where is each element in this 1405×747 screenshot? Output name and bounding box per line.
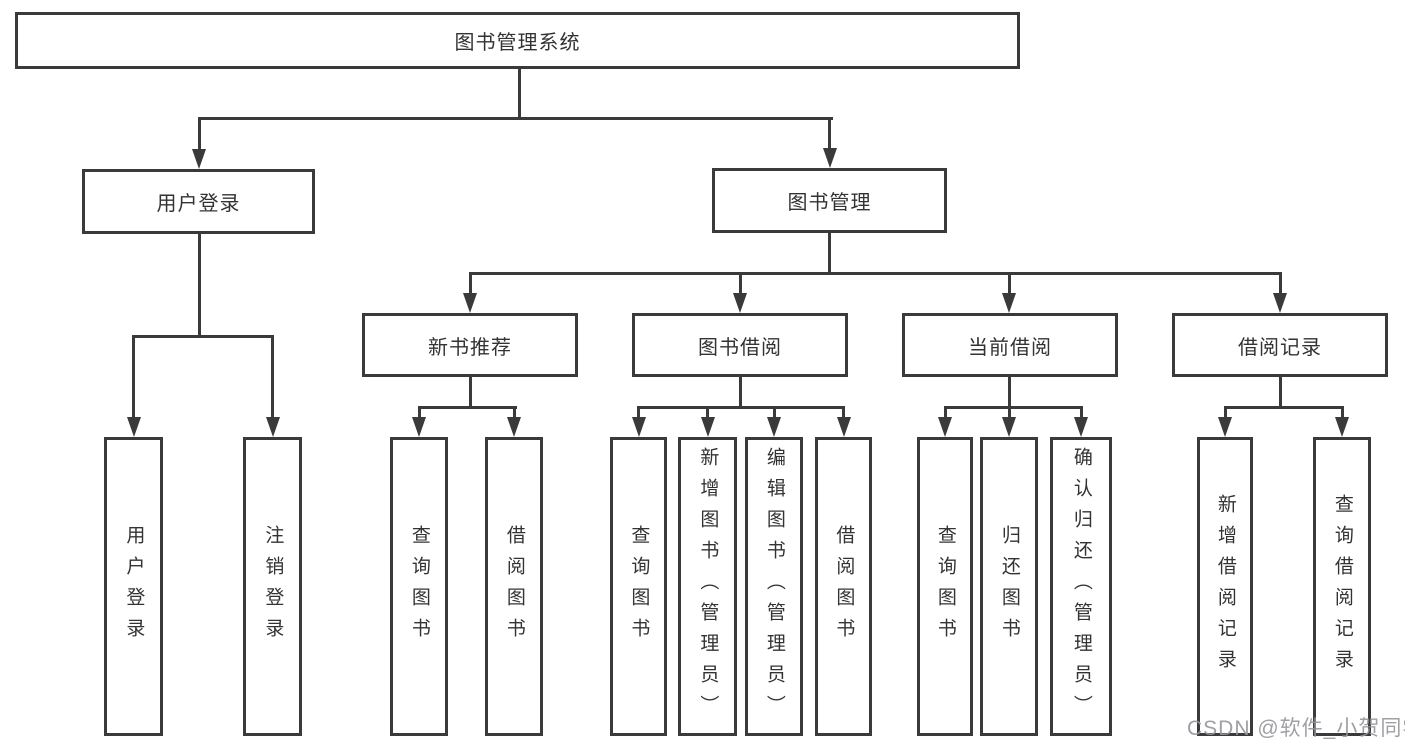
node-label: 图书借阅 [698, 336, 782, 359]
leaf-borrow-books: 借阅图书 [815, 437, 872, 736]
connector-line [738, 377, 742, 407]
arrow-down-icon [767, 417, 781, 437]
node-label: 查询图书 [628, 524, 650, 649]
connector-line [1340, 408, 1344, 419]
leaf-borrow-books-recommend: 借阅图书 [485, 437, 543, 736]
leaf-query-borrow-record: 查询借阅记录 [1313, 437, 1371, 736]
arrow-down-icon [1002, 293, 1016, 313]
leaf-query-books-recommend: 查询图书 [390, 437, 448, 736]
arrow-down-icon [822, 148, 837, 168]
leaf-logout: 注销登录 [243, 437, 302, 736]
node-new-book-recommend: 新书推荐 [362, 313, 578, 377]
node-label: 当前借阅 [968, 336, 1052, 359]
node-label: 借阅记录 [1238, 336, 1322, 359]
csdn-watermark: CSDN @软件_小贺同学 [1187, 717, 1405, 740]
connector-line [271, 337, 274, 419]
arrow-down-icon [1273, 293, 1287, 313]
connector-line [1007, 408, 1011, 419]
connector-bar [417, 406, 517, 409]
arrow-down-icon [1002, 417, 1016, 437]
connector-line [637, 408, 640, 419]
arrow-down-icon [463, 293, 477, 313]
leaf-edit-book-admin: 编辑图书（管理员） [745, 437, 803, 736]
arrow-down-icon [700, 417, 715, 437]
leaf-user-login: 用户登录 [104, 437, 163, 736]
connector-bar [637, 406, 845, 409]
node-label: 注销登录 [262, 524, 284, 649]
connector-line [738, 274, 742, 295]
connector-line [1278, 377, 1282, 407]
connector-line [1278, 274, 1282, 295]
arrow-down-icon [265, 417, 280, 437]
arrow-down-icon [192, 149, 206, 169]
node-user-login: 用户登录 [82, 169, 315, 234]
node-label: 用户登录 [156, 193, 241, 215]
node-label: 新增借阅记录 [1214, 493, 1236, 680]
node-label: 图书管理 [787, 192, 872, 214]
connector-bar [1223, 406, 1344, 409]
connector-line [828, 233, 831, 275]
node-library-system: 图书管理系统 [15, 12, 1020, 69]
node-book-borrow: 图书借阅 [632, 313, 848, 377]
connector-bar [943, 406, 1083, 409]
arrow-down-icon [1218, 417, 1232, 437]
node-label: 归还图书 [998, 524, 1020, 649]
connector-line [772, 408, 776, 419]
node-current-borrow: 当前借阅 [902, 313, 1118, 377]
connector-line [1223, 408, 1227, 419]
connector-line [132, 337, 135, 419]
arrow-down-icon [507, 417, 521, 437]
connector-bar [132, 335, 274, 338]
connector-line [706, 408, 709, 419]
node-label: 借阅图书 [503, 524, 525, 649]
arrow-down-icon [1074, 417, 1088, 437]
leaf-add-borrow-record: 新增借阅记录 [1197, 437, 1253, 736]
leaf-confirm-return-admin: 确认归还（管理员） [1050, 437, 1112, 736]
node-borrow-records: 借阅记录 [1172, 313, 1388, 377]
connector-line [468, 377, 472, 407]
connector-line [943, 408, 947, 419]
node-label: 新书推荐 [428, 336, 512, 359]
node-label: 用户登录 [123, 524, 145, 649]
connector-line [512, 408, 516, 419]
node-label: 查询图书 [934, 524, 956, 649]
connector-line [1007, 274, 1011, 295]
connector-line [1007, 377, 1011, 407]
connector-bar [468, 272, 1282, 275]
connector-line [828, 117, 831, 149]
leaf-query-books-borrow: 查询图书 [610, 437, 667, 736]
arrow-down-icon [631, 417, 646, 437]
connector-line [417, 408, 421, 419]
arrow-down-icon [733, 293, 747, 313]
connector-line [197, 234, 201, 338]
arrow-down-icon [412, 417, 426, 437]
arrow-down-icon [836, 417, 851, 437]
node-label: 编辑图书（管理员） [763, 447, 785, 726]
connector-line [197, 117, 201, 150]
node-label: 借阅图书 [833, 524, 855, 649]
node-label: 确认归还（管理员） [1070, 447, 1092, 726]
node-book-management: 图书管理 [712, 168, 947, 233]
arrow-down-icon [938, 417, 952, 437]
arrow-down-icon [1335, 417, 1349, 437]
node-label: 查询借阅记录 [1331, 493, 1353, 680]
leaf-query-books-current: 查询图书 [917, 437, 973, 736]
arrow-down-icon [126, 417, 141, 437]
connector-line [517, 69, 521, 120]
leaf-return-book: 归还图书 [980, 437, 1038, 736]
connector-line [1079, 408, 1083, 419]
leaf-add-book-admin: 新增图书（管理员） [678, 437, 737, 736]
connector-bar [197, 117, 833, 120]
node-label: 新增图书（管理员） [697, 447, 719, 726]
connector-line [468, 274, 472, 295]
node-label: 图书管理系统 [454, 32, 581, 54]
node-label: 查询图书 [408, 524, 430, 649]
connector-line [842, 408, 845, 419]
